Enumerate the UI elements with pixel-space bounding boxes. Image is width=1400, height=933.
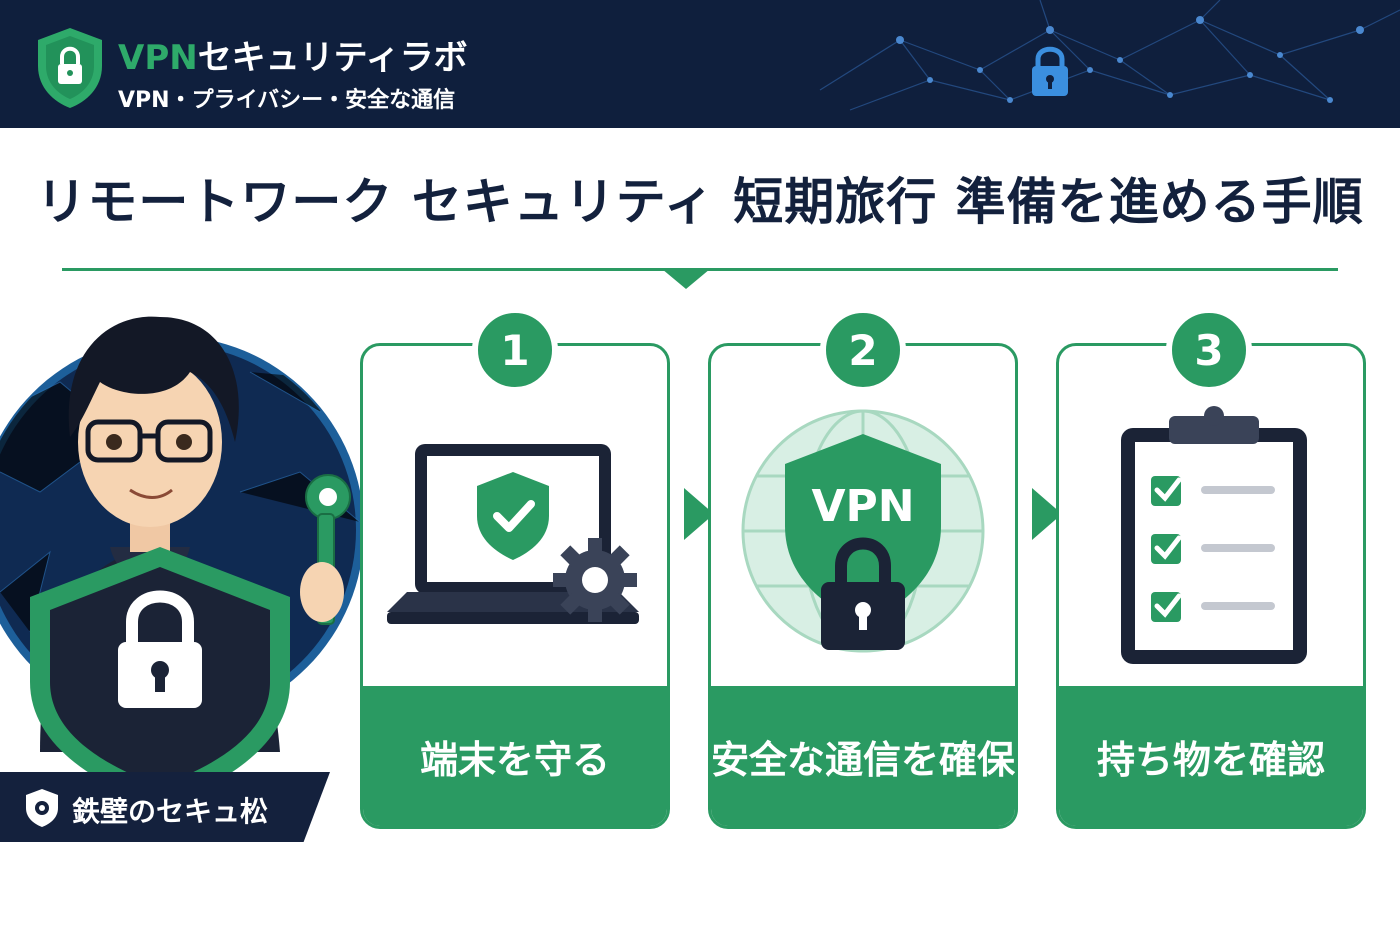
brand-name-accent: VPN xyxy=(118,38,198,78)
site-header: VPNセキュリティラボ VPN・プライバシー・安全な通信 xyxy=(0,0,1400,128)
brand-shield-lock-icon xyxy=(38,28,102,108)
mascot-name: 鉄壁のセキュ松 xyxy=(72,795,269,828)
step-number-2: 2 xyxy=(820,307,906,393)
lock-icon xyxy=(1032,46,1068,96)
mascot-illustration xyxy=(0,316,360,807)
step-label-band-3: 持ち物を確認 xyxy=(1059,686,1363,826)
step-label-2: 安全な通信を確保 xyxy=(711,737,1016,782)
step-number-1: 1 xyxy=(472,307,558,393)
laptop-shield-icon xyxy=(387,444,639,624)
step-number-3: 3 xyxy=(1166,307,1252,393)
step-card-3: 持ち物を確認 xyxy=(1056,343,1366,829)
step-card-1: 端末を守る xyxy=(360,343,670,829)
title-divider-notch xyxy=(662,269,710,289)
step-label-band-2: 安全な通信を確保 xyxy=(711,686,1015,826)
step-card-2: VPN 安全な通信を確保 xyxy=(708,343,1018,829)
step-label-3: 持ち物を確認 xyxy=(1096,737,1325,782)
step-label-1: 端末を守る xyxy=(419,737,610,782)
brand-tagline: VPN・プライバシー・安全な通信 xyxy=(118,88,456,113)
mascot-name-badge: 鉄壁のセキュ松 xyxy=(0,772,330,842)
brand-name[interactable]: VPNセキュリティラボ xyxy=(118,30,468,79)
brand-name-rest: セキュリティラボ xyxy=(197,38,468,78)
network-background-icon xyxy=(819,0,1400,111)
page-title: リモートワーク セキュリティ 短期旅行 準備を進める手順 xyxy=(36,173,1364,231)
vpn-badge-text: VPN xyxy=(811,481,914,532)
clipboard-checklist-icon xyxy=(1121,406,1307,664)
shield-gear-icon xyxy=(26,789,58,827)
step-label-band-1: 端末を守る xyxy=(363,686,667,826)
vpn-shield-icon: VPN xyxy=(741,409,985,653)
